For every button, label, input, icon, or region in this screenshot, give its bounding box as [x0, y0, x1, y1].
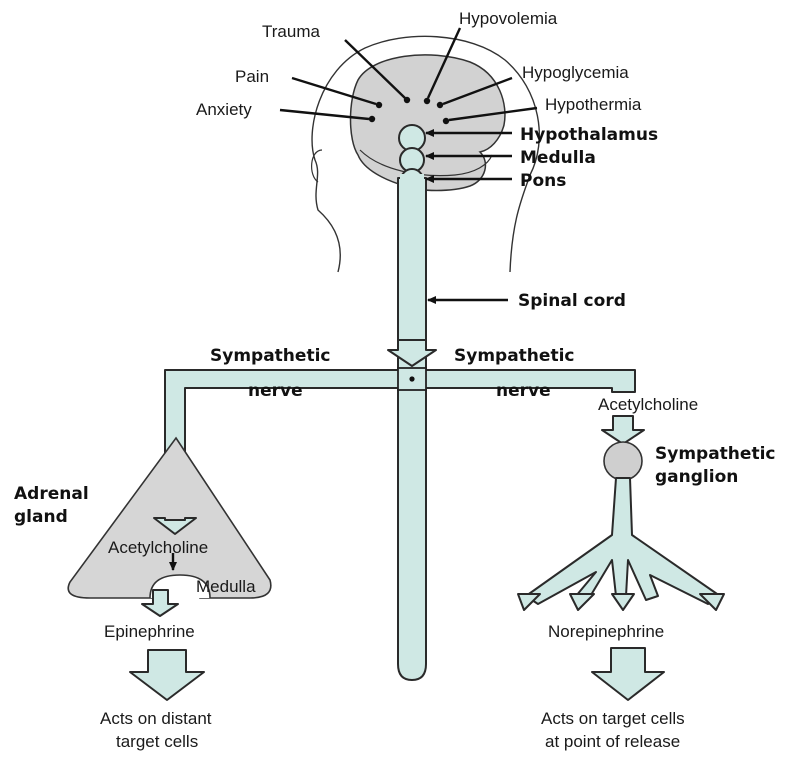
stimulus-anxiety: Anxiety [196, 100, 252, 119]
brain [351, 55, 505, 191]
right-ach-arrow [602, 416, 644, 444]
cord-down-arrow [388, 340, 436, 366]
label-release-1: Acts on target cells [541, 709, 685, 728]
sympathetic-ganglion [604, 442, 642, 480]
label-gland: gland [14, 507, 68, 527]
label-sympathetic-right: Sympathetic [454, 346, 574, 366]
label-right-acetylcholine: Acetylcholine [598, 395, 698, 414]
label-nerve-right: nerve [496, 381, 551, 401]
label-adrenal: Adrenal [14, 484, 89, 504]
stimulus-hypovolemia: Hypovolemia [459, 9, 558, 28]
stimulus-hypoglycemia: Hypoglycemia [522, 63, 629, 82]
label-norepinephrine: Norepinephrine [548, 622, 664, 641]
label-sympathetic-left: Sympathetic [210, 346, 330, 366]
label-distant-2: target cells [116, 732, 198, 751]
stimulus-pain: Pain [235, 67, 269, 86]
norepinephrine-big-arrow [592, 648, 664, 700]
label-distant-1: Acts on distant [100, 709, 212, 728]
fan-arrowhead-2 [570, 594, 594, 610]
spinal-cord-tube [398, 178, 426, 680]
label-adrenal-medulla: Medulla [196, 577, 256, 596]
ganglion-fan [526, 478, 720, 604]
label-sympathetic-ganglion-1: Sympathetic [655, 444, 775, 464]
label-medulla: Medulla [520, 148, 596, 168]
adrenal-gland [68, 438, 271, 598]
label-release-2: at point of release [545, 732, 680, 751]
label-sympathetic-ganglion-2: ganglion [655, 467, 738, 487]
stimulus-trauma: Trauma [262, 22, 320, 41]
label-hypothalamus: Hypothalamus [520, 125, 658, 145]
label-epinephrine: Epinephrine [104, 622, 195, 641]
junction-dot [409, 376, 414, 381]
fan-arrowhead-3 [612, 594, 634, 610]
label-pons: Pons [520, 171, 566, 191]
label-adrenal-acetylcholine: Acetylcholine [108, 538, 208, 557]
epinephrine-big-arrow [130, 650, 204, 700]
stimulus-hypothermia: Hypothermia [545, 95, 642, 114]
label-spinal-cord: Spinal cord [518, 291, 626, 311]
label-nerve-left: nerve [248, 381, 303, 401]
